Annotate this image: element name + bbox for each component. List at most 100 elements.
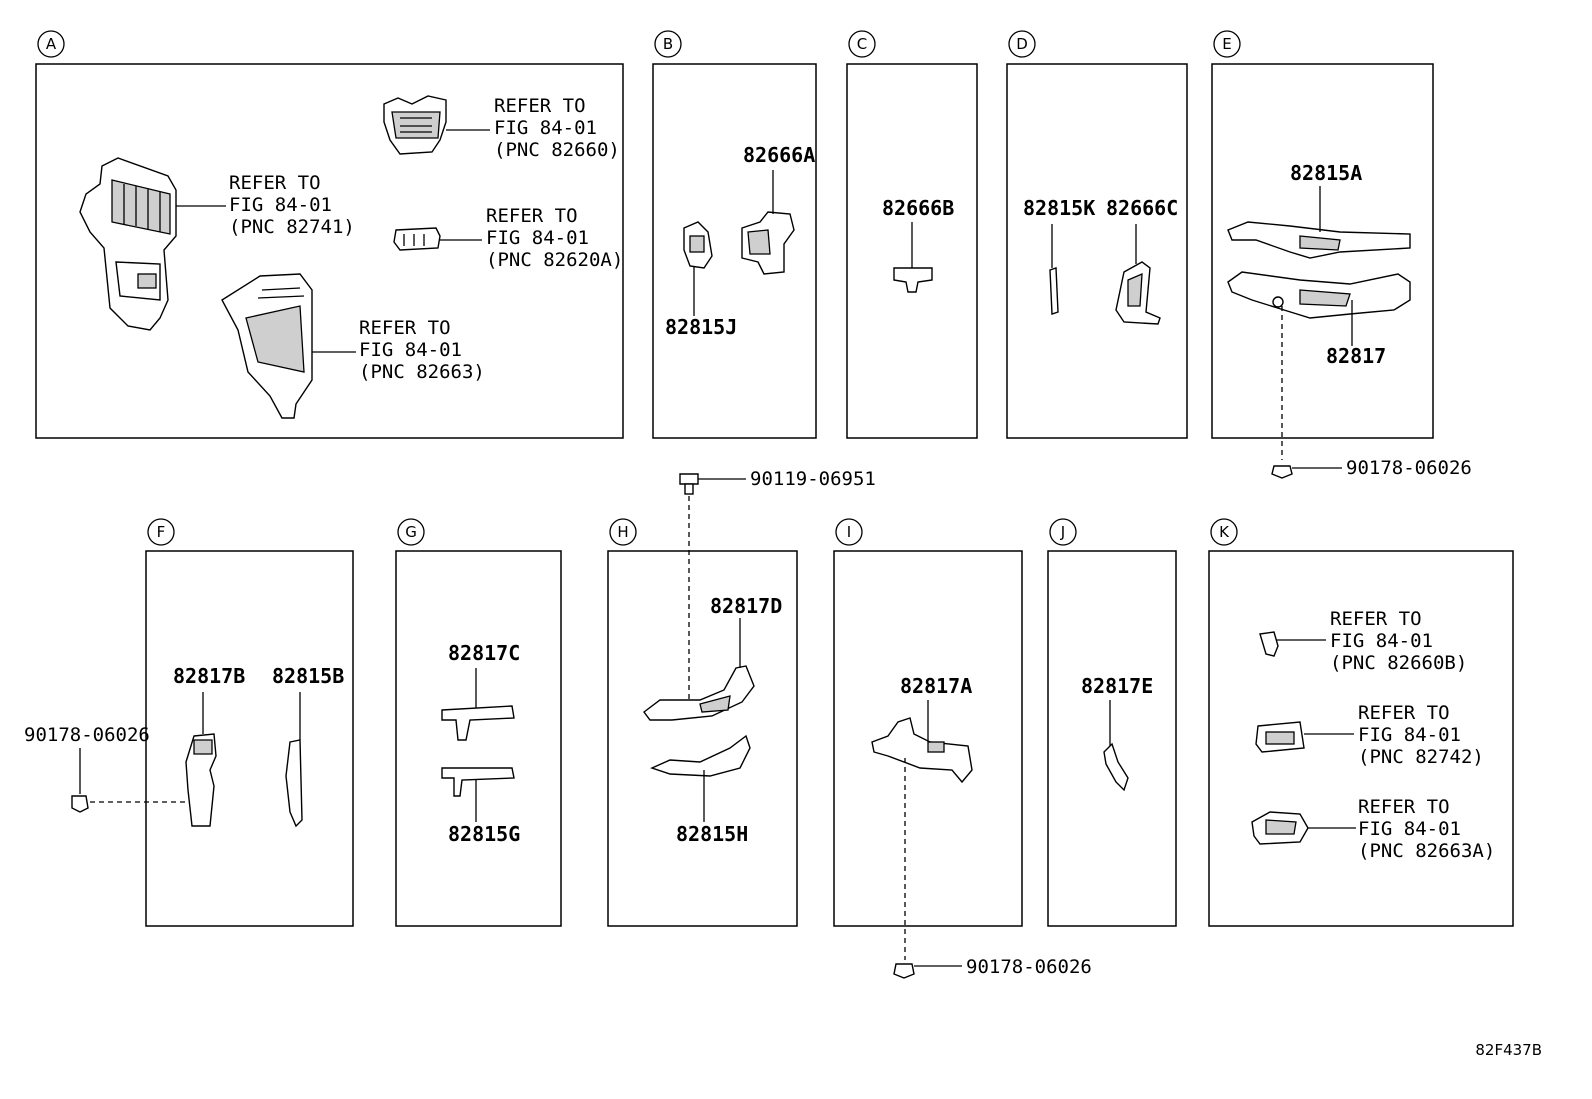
- section-letter: D: [1016, 35, 1028, 53]
- bracket-82817a-part: [871, 700, 973, 784]
- section-letter: K: [1219, 523, 1230, 541]
- clip-82666b-part: [893, 222, 933, 293]
- section-letter: A: [46, 35, 57, 53]
- bracket-82815g-part: [441, 767, 515, 822]
- bolt-fastener-h: [679, 473, 746, 495]
- section-letter: B: [663, 35, 673, 53]
- refer-label-line3: (PNC 82660): [494, 139, 620, 161]
- bracket-82815k-part: [1049, 224, 1059, 315]
- section-frames: [35, 63, 1514, 927]
- section-d-content: 82815K 82666C: [1023, 196, 1178, 325]
- section-badge-e: E: [1213, 30, 1241, 58]
- section-a-frame: [35, 63, 624, 439]
- section-letter: I: [847, 523, 851, 541]
- refer-label-line2: FIG 84-01: [229, 194, 332, 216]
- refer-label-line2: FIG 84-01: [1330, 630, 1433, 652]
- section-badge-j: J: [1049, 518, 1077, 546]
- section-j-content: 82817E: [1081, 674, 1153, 792]
- fastener-number-f: 90178-06026: [24, 724, 150, 746]
- bracket-82817b-part: [185, 692, 217, 827]
- bracket-82666c-part: [1115, 224, 1161, 325]
- section-h-frame: [607, 550, 798, 927]
- refer-label-line1: REFER TO: [486, 205, 578, 227]
- section-i-content: 82817A 90178-06026: [871, 674, 1092, 979]
- section-badge-b: B: [654, 30, 682, 58]
- section-b-frame: [652, 63, 817, 439]
- refer-label-line3: (PNC 82620A): [486, 249, 623, 271]
- bracket-82815a-part: [1227, 186, 1411, 259]
- section-i-frame: [833, 550, 1023, 927]
- junction-block-part: [383, 95, 490, 155]
- section-k-content: REFER TO FIG 84-01 (PNC 82660B) REFER TO…: [1251, 608, 1495, 862]
- section-badge-i: I: [835, 518, 863, 546]
- section-c-content: 82666B: [882, 196, 954, 293]
- section-badge-h: H: [609, 518, 637, 546]
- section-badge-g: G: [397, 518, 425, 546]
- clip-fastener-i: [893, 963, 962, 979]
- refer-label-line1: REFER TO: [1358, 796, 1450, 818]
- section-letter: G: [405, 523, 417, 541]
- section-e-content: 82815A 82817 90178-06026: [1227, 161, 1472, 479]
- fastener-number-e: 90178-06026: [1346, 457, 1472, 479]
- clip-fastener-f: [71, 795, 89, 813]
- part-number-82666b: 82666B: [882, 196, 954, 220]
- section-c-frame: [846, 63, 978, 439]
- refer-label-line3: (PNC 82741): [229, 216, 355, 238]
- section-g-frame: [395, 550, 562, 927]
- section-a-content: REFER TO FIG 84-01 (PNC 82660) REFER TO …: [79, 95, 623, 419]
- part-number-82815j: 82815J: [665, 315, 737, 339]
- fastener-number-h: 90119-06951: [750, 468, 876, 490]
- section-g-content: 82817C 82815G: [441, 641, 520, 846]
- refer-label-line1: REFER TO: [494, 95, 586, 117]
- refer-label-line2: FIG 84-01: [359, 339, 462, 361]
- part-number-82815b: 82815B: [272, 664, 344, 688]
- bracket-82815b-part: [285, 692, 303, 828]
- section-letter: E: [1222, 35, 1231, 53]
- module-82742-part: [1255, 721, 1354, 753]
- bracket-82817d-part: [643, 618, 755, 721]
- part-number-82666c: 82666C: [1106, 196, 1178, 220]
- fastener-number-i: 90178-06026: [966, 956, 1092, 978]
- section-letter: F: [157, 523, 166, 541]
- section-badge-a: A: [37, 30, 65, 58]
- refer-label-line3: (PNC 82663A): [1358, 840, 1495, 862]
- refer-label-line1: REFER TO: [359, 317, 451, 339]
- relay-block-part: [79, 157, 226, 331]
- refer-label-line2: FIG 84-01: [486, 227, 589, 249]
- part-number-82817: 82817: [1326, 344, 1386, 368]
- part-number-82817d: 82817D: [710, 594, 782, 618]
- bracket-82666a-part: [741, 170, 795, 275]
- clip-fastener-e: [1271, 465, 1342, 479]
- bracket-82817c-part: [441, 668, 515, 741]
- part-number-82817a: 82817A: [900, 674, 972, 698]
- part-number-82815g: 82815G: [448, 822, 520, 846]
- bracket-82817e-part: [1103, 700, 1129, 792]
- section-badge-c: C: [848, 30, 876, 58]
- refer-label-line2: FIG 84-01: [494, 117, 597, 139]
- section-e-frame: [1211, 63, 1434, 439]
- refer-label-line1: REFER TO: [229, 172, 321, 194]
- section-k-frame: [1208, 550, 1514, 927]
- section-j-frame: [1047, 550, 1177, 927]
- bracket-82815j-part: [683, 221, 713, 316]
- section-letter: H: [617, 523, 628, 541]
- section-badge-d: D: [1008, 30, 1036, 58]
- bracket-82817-part: [1227, 271, 1411, 346]
- cover-82663a-part: [1251, 811, 1356, 845]
- refer-label-line2: FIG 84-01: [1358, 818, 1461, 840]
- cover-part: [221, 273, 356, 419]
- connector-82660b-part: [1259, 631, 1326, 657]
- part-number-82815h: 82815H: [676, 822, 748, 846]
- refer-label-line3: (PNC 82660B): [1330, 652, 1467, 674]
- section-f-frame: [145, 550, 354, 927]
- section-badges: A B C D E F G H: [37, 30, 1241, 546]
- refer-label-line1: REFER TO: [1330, 608, 1422, 630]
- section-badge-f: F: [147, 518, 175, 546]
- section-d-frame: [1006, 63, 1188, 439]
- section-f-content: 90178-06026 82817B 82815B: [24, 664, 344, 828]
- part-number-82815k: 82815K: [1023, 196, 1095, 220]
- section-b-content: 82666A 82815J: [665, 143, 815, 339]
- section-h-content: 82817D 82815H: [643, 594, 782, 846]
- connector-part: [393, 227, 482, 251]
